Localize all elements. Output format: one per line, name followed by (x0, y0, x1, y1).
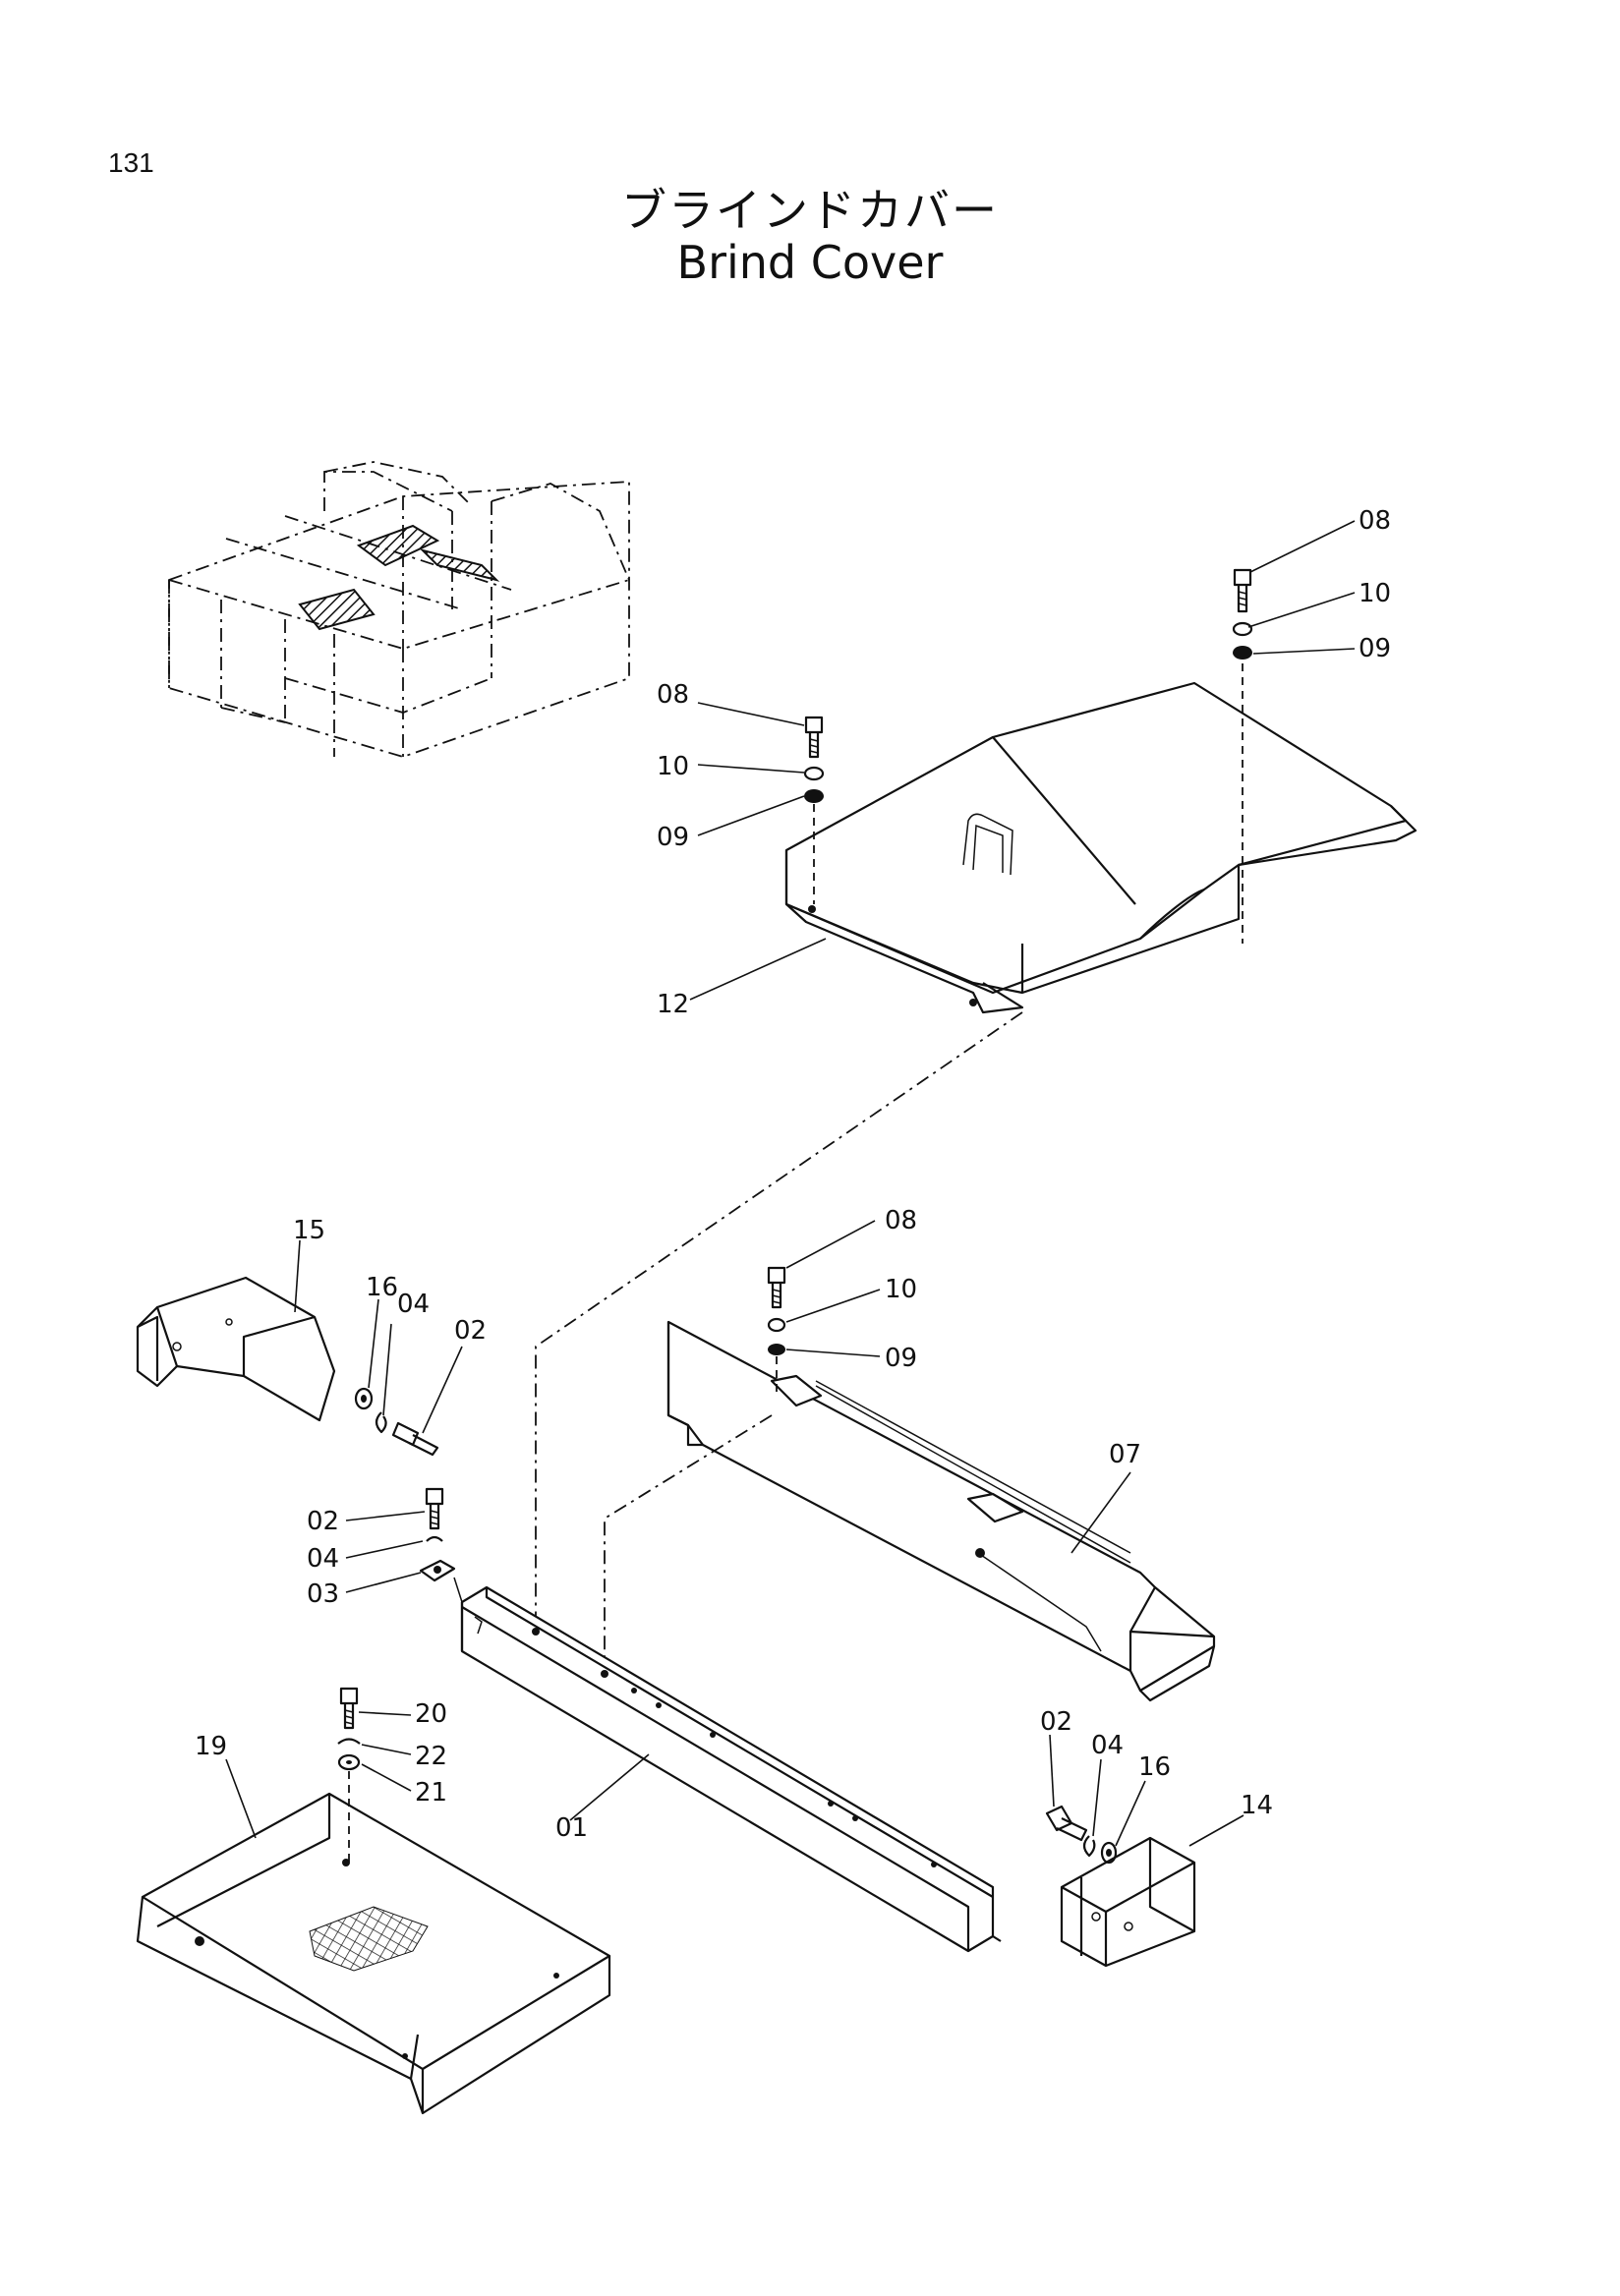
callout-10-cover-left: 10 (657, 752, 689, 781)
callout-02-left: 02 (454, 1316, 487, 1346)
callout-09-top-right: 09 (1359, 634, 1391, 663)
top-cover-part-12 (784, 681, 1418, 1014)
rail-part-07 (666, 1320, 1216, 1702)
callout-14: 14 (1241, 1791, 1273, 1820)
callout-08-top-right: 08 (1359, 506, 1391, 536)
callout-04-plate: 04 (307, 1544, 339, 1574)
assembly-line-cover-to-channel (535, 1011, 1023, 1661)
callout-22: 22 (415, 1742, 447, 1771)
title-english: Brind Cover (676, 236, 944, 289)
location-key-machine-outline (168, 461, 630, 758)
plate-stack-03 (419, 1487, 463, 1603)
fastener-stack-cover-right (1232, 568, 1253, 944)
callout-04-right: 04 (1091, 1731, 1124, 1760)
callout-16-left: 16 (366, 1273, 398, 1302)
callout-19: 19 (195, 1732, 227, 1761)
callout-03: 03 (307, 1579, 339, 1609)
callout-08-cover-left: 08 (657, 680, 689, 710)
callout-09-rail: 09 (885, 1344, 917, 1373)
callout-10-top-right: 10 (1359, 579, 1391, 608)
title-japanese: ブラインドカバー (621, 184, 999, 237)
fastener-stack-rail (604, 1266, 786, 1671)
callout-07: 07 (1109, 1440, 1141, 1469)
callout-21: 21 (415, 1778, 447, 1808)
callout-15: 15 (293, 1216, 325, 1245)
tray-part-19 (136, 1792, 611, 2115)
callout-12: 12 (657, 990, 689, 1019)
callout-labels: 08 10 09 08 10 09 12 15 16 04 02 08 10 0… (195, 506, 1391, 1843)
callout-10-rail: 10 (885, 1275, 917, 1304)
bracket-part-14 (1045, 1805, 1196, 1968)
bracket-part-15 (136, 1276, 439, 1457)
callout-16-right: 16 (1138, 1752, 1171, 1782)
leader-lines (225, 520, 1356, 1847)
callout-02-plate: 02 (307, 1507, 339, 1536)
callout-08-rail: 08 (885, 1206, 917, 1235)
callout-01: 01 (555, 1813, 588, 1843)
fastener-stack-tray (337, 1687, 361, 1863)
callout-09-cover-left: 09 (657, 823, 689, 852)
callout-04-left: 04 (397, 1290, 430, 1319)
callout-20: 20 (415, 1699, 447, 1729)
page-number: 131 (108, 147, 154, 178)
callout-02-right: 02 (1040, 1707, 1072, 1737)
channel-part-01 (460, 1585, 1002, 1953)
fastener-stack-cover-left (803, 716, 825, 904)
